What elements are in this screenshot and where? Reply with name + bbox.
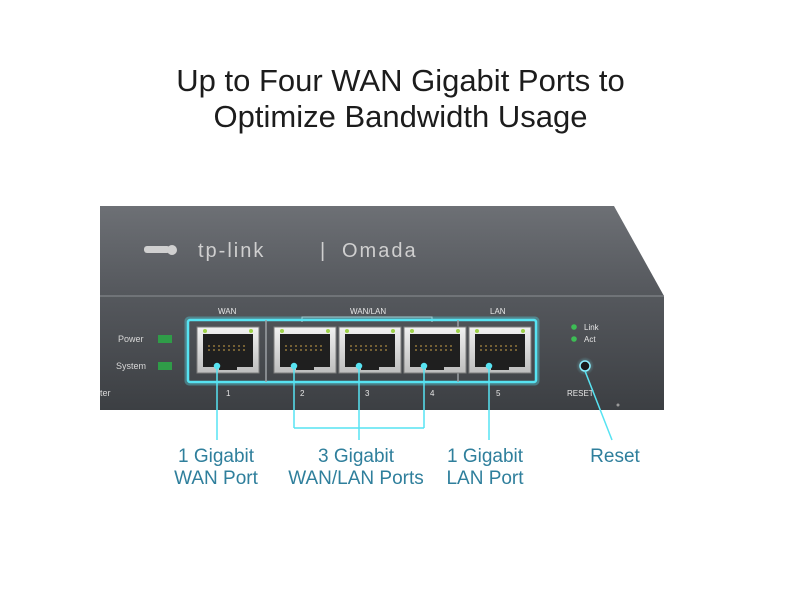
act-label: Act bbox=[584, 335, 596, 344]
rj45-port-3 bbox=[338, 326, 402, 374]
brand-text: tp-link bbox=[198, 240, 265, 262]
system-label: System bbox=[116, 361, 146, 371]
reset-label: RESET bbox=[567, 389, 594, 398]
rj45-port-4 bbox=[403, 326, 467, 374]
ports-highlight-frame bbox=[186, 318, 538, 384]
port-number-3: 3 bbox=[365, 389, 370, 398]
callout-lan-line2: LAN Port bbox=[446, 468, 524, 489]
callout-lan-port: 1 Gigabit LAN Port bbox=[430, 446, 540, 490]
rj45-port-5 bbox=[468, 326, 532, 374]
port-number-2: 2 bbox=[300, 389, 305, 398]
port-number-5: 5 bbox=[496, 389, 501, 398]
callout-lan-line1: 1 Gigabit bbox=[446, 446, 524, 467]
reset-button bbox=[579, 360, 591, 372]
wan-group-label: WAN bbox=[218, 307, 237, 316]
callout-wan-lan-line2: WAN/LAN Ports bbox=[288, 468, 424, 489]
link-label: Link bbox=[584, 323, 600, 332]
system-led bbox=[158, 362, 172, 370]
callout-wan-lan-ports: 3 Gigabit WAN/LAN Ports bbox=[276, 446, 436, 490]
link-led bbox=[571, 324, 577, 330]
rj45-port-1 bbox=[196, 326, 260, 374]
rj45-port-2 bbox=[273, 326, 337, 374]
callout-wan-line2: WAN Port bbox=[174, 468, 258, 489]
port-number-1: 1 bbox=[226, 389, 231, 398]
wan-lan-group-label: WAN/LAN bbox=[350, 307, 386, 316]
model-fragment: ter bbox=[100, 388, 111, 398]
act-led bbox=[571, 336, 577, 342]
brand-separator: | bbox=[320, 240, 327, 262]
device-top-surface bbox=[100, 206, 664, 296]
callout-wan-port: 1 Gigabit WAN Port bbox=[156, 446, 276, 490]
callout-wan-line1: 1 Gigabit bbox=[177, 446, 255, 467]
headline-line-2: Optimize Bandwidth Usage bbox=[213, 99, 588, 134]
power-label: Power bbox=[118, 334, 144, 344]
lan-group-label: LAN bbox=[490, 307, 506, 316]
headline-line-1: Up to Four WAN Gigabit Ports to bbox=[176, 63, 625, 98]
callout-wan-lan-line1: 3 Gigabit bbox=[317, 446, 395, 467]
product-line-text: Omada bbox=[342, 240, 418, 262]
port-number-4: 4 bbox=[430, 389, 435, 398]
callout-reset-line1: Reset bbox=[590, 446, 640, 467]
callout-reset: Reset bbox=[570, 446, 660, 468]
power-led bbox=[158, 335, 172, 343]
brand-logo: tp-link | Omada bbox=[144, 240, 418, 262]
